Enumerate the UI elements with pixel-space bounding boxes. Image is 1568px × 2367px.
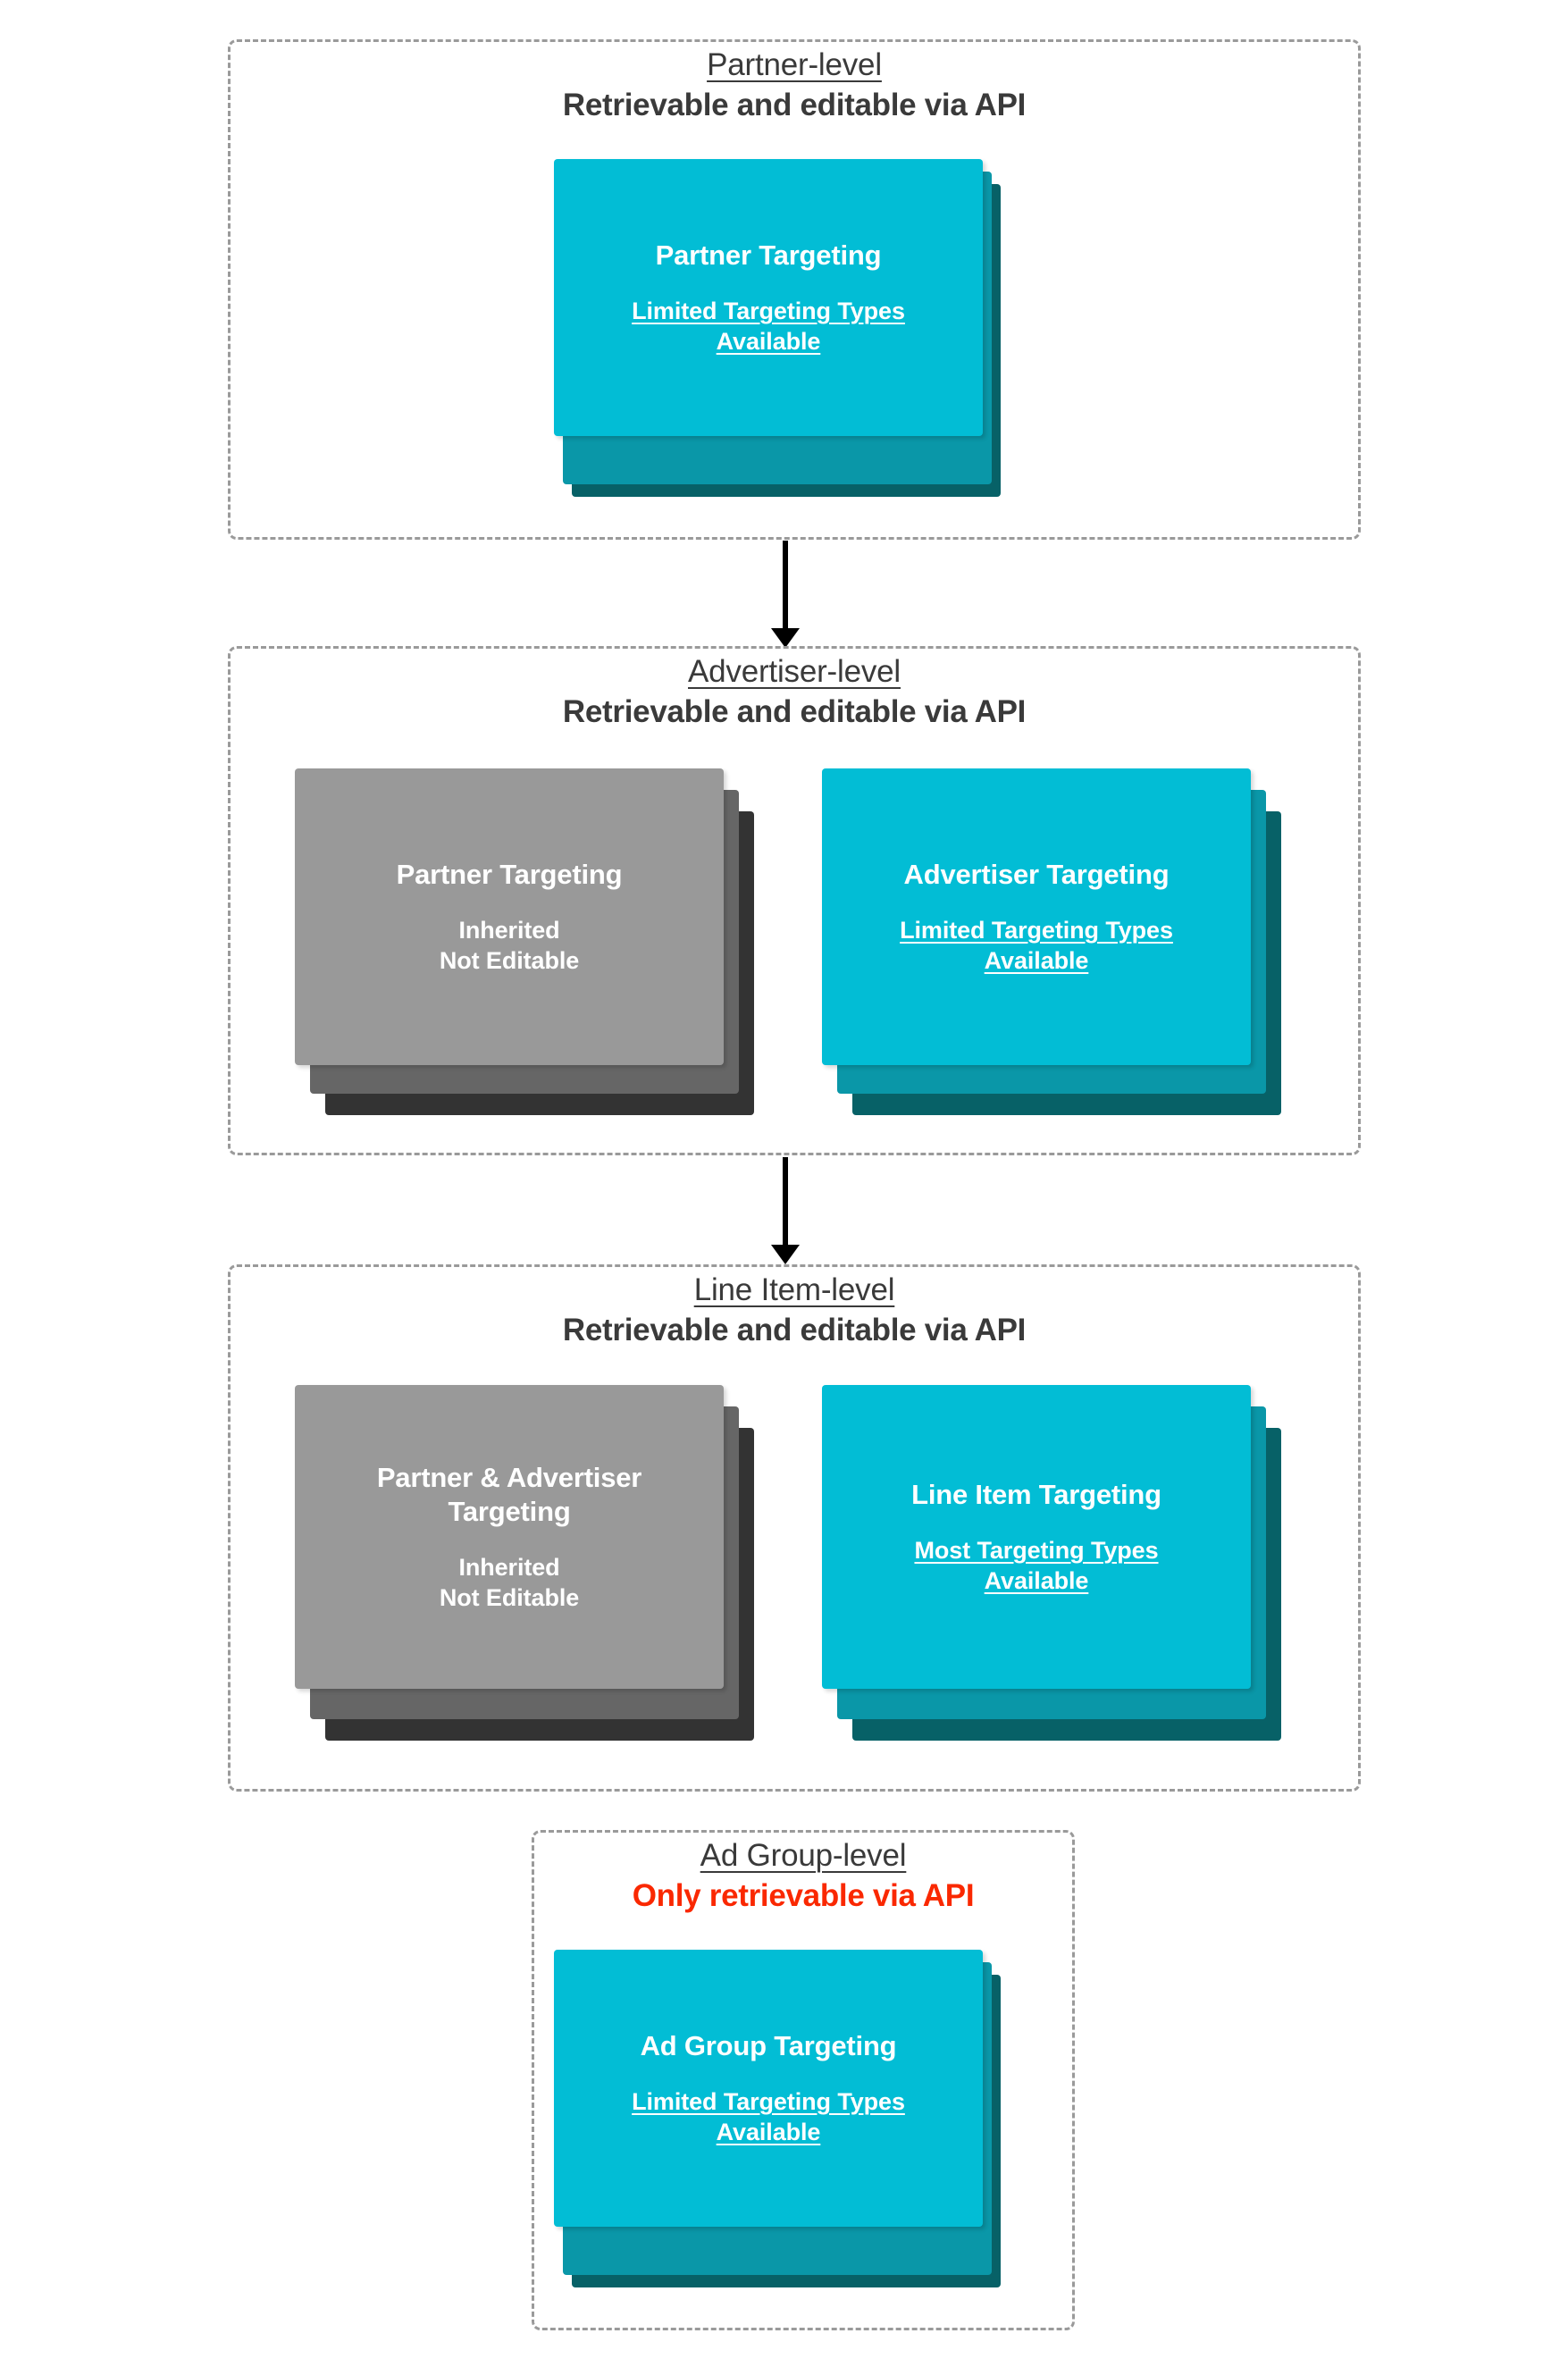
card-stack-advertiser-inherited: Partner Targeting Inherited Not Editable — [295, 768, 768, 1126]
card-title: Partner & Advertiser Targeting — [376, 1462, 642, 1527]
card-subtitle: Inherited Not Editable — [440, 915, 579, 976]
card-subtitle-line2: Not Editable — [439, 1583, 580, 1611]
card-title: Partner Targeting — [396, 859, 623, 891]
level-box-ad-group — [532, 1830, 1075, 2330]
level-title-ad-group: Ad Group-level — [700, 1838, 907, 1873]
card-line-item-targeting[interactable]: Line Item Targeting Most Targeting Types… — [822, 1385, 1251, 1689]
card-subtitle: Limited Targeting Types Available — [632, 2086, 905, 2147]
level-header-advertiser: Advertiser-level Retrievable and editabl… — [228, 653, 1361, 732]
card-subtitle-line1: Inherited — [458, 1553, 560, 1581]
level-box-line-item — [228, 1264, 1361, 1792]
card-partner-targeting[interactable]: Partner Targeting Limited Targeting Type… — [554, 159, 983, 436]
card-subtitle: Most Targeting Types Available — [914, 1535, 1158, 1596]
card-subtitle: Limited Targeting Types Available — [900, 915, 1173, 976]
card-subtitle-line1: Limited Targeting Types — [900, 916, 1173, 944]
card-advertiser-targeting[interactable]: Advertiser Targeting Limited Targeting T… — [822, 768, 1251, 1065]
card-partner-targeting-inherited[interactable]: Partner Targeting Inherited Not Editable — [295, 768, 724, 1065]
card-subtitle-line2: Available — [716, 327, 821, 355]
card-subtitle: Inherited Not Editable — [440, 1552, 579, 1613]
level-title-partner: Partner-level — [707, 47, 882, 82]
card-title: Partner Targeting — [655, 239, 882, 272]
level-title-advertiser: Advertiser-level — [688, 654, 901, 689]
card-stack-lineitem-targeting: Line Item Targeting Most Targeting Types… — [822, 1385, 1295, 1760]
connector-arrow-partner-to-advertiser — [783, 541, 788, 630]
level-header-ad-group: Ad Group-level Only retrievable via API — [532, 1837, 1075, 1916]
card-title: Ad Group Targeting — [640, 2030, 897, 2062]
card-subtitle-line1: Inherited — [458, 916, 560, 944]
card-title: Line Item Targeting — [911, 1479, 1161, 1511]
card-subtitle-line2: Available — [716, 2118, 821, 2145]
card-subtitle-line2: Not Editable — [439, 946, 580, 974]
level-api-note-line-item: Retrievable and editable via API — [562, 1313, 1027, 1348]
card-subtitle-line2: Available — [984, 1566, 1089, 1594]
card-partner-advertiser-targeting-inherited[interactable]: Partner & Advertiser Targeting Inherited… — [295, 1385, 724, 1689]
connector-arrow-advertiser-to-lineitem — [783, 1157, 788, 1246]
card-ad-group-targeting[interactable]: Ad Group Targeting Limited Targeting Typ… — [554, 1950, 983, 2227]
card-subtitle: Limited Targeting Types Available — [632, 296, 905, 357]
card-title: Advertiser Targeting — [903, 859, 1170, 891]
level-title-line-item: Line Item-level — [693, 1272, 895, 1307]
level-box-partner — [228, 39, 1361, 540]
level-header-partner: Partner-level Retrievable and editable v… — [228, 46, 1361, 125]
level-api-note-ad-group: Only retrievable via API — [632, 1878, 975, 1914]
level-api-note-partner: Retrievable and editable via API — [562, 88, 1027, 123]
level-box-advertiser — [228, 646, 1361, 1155]
card-subtitle-line2: Available — [984, 946, 1089, 974]
card-subtitle-line1: Limited Targeting Types — [632, 2087, 905, 2115]
card-stack-partner-targeting: Partner Targeting Limited Targeting Type… — [554, 159, 1019, 499]
card-stack-ad-group-targeting: Ad Group Targeting Limited Targeting Typ… — [554, 1950, 1019, 2289]
level-header-line-item: Line Item-level Retrievable and editable… — [228, 1272, 1361, 1350]
card-stack-lineitem-inherited: Partner & Advertiser Targeting Inherited… — [295, 1385, 768, 1760]
level-api-note-advertiser: Retrievable and editable via API — [562, 694, 1027, 730]
card-subtitle-line1: Limited Targeting Types — [632, 297, 905, 324]
card-subtitle-line1: Most Targeting Types — [914, 1536, 1159, 1564]
card-stack-advertiser-targeting: Advertiser Targeting Limited Targeting T… — [822, 768, 1295, 1126]
